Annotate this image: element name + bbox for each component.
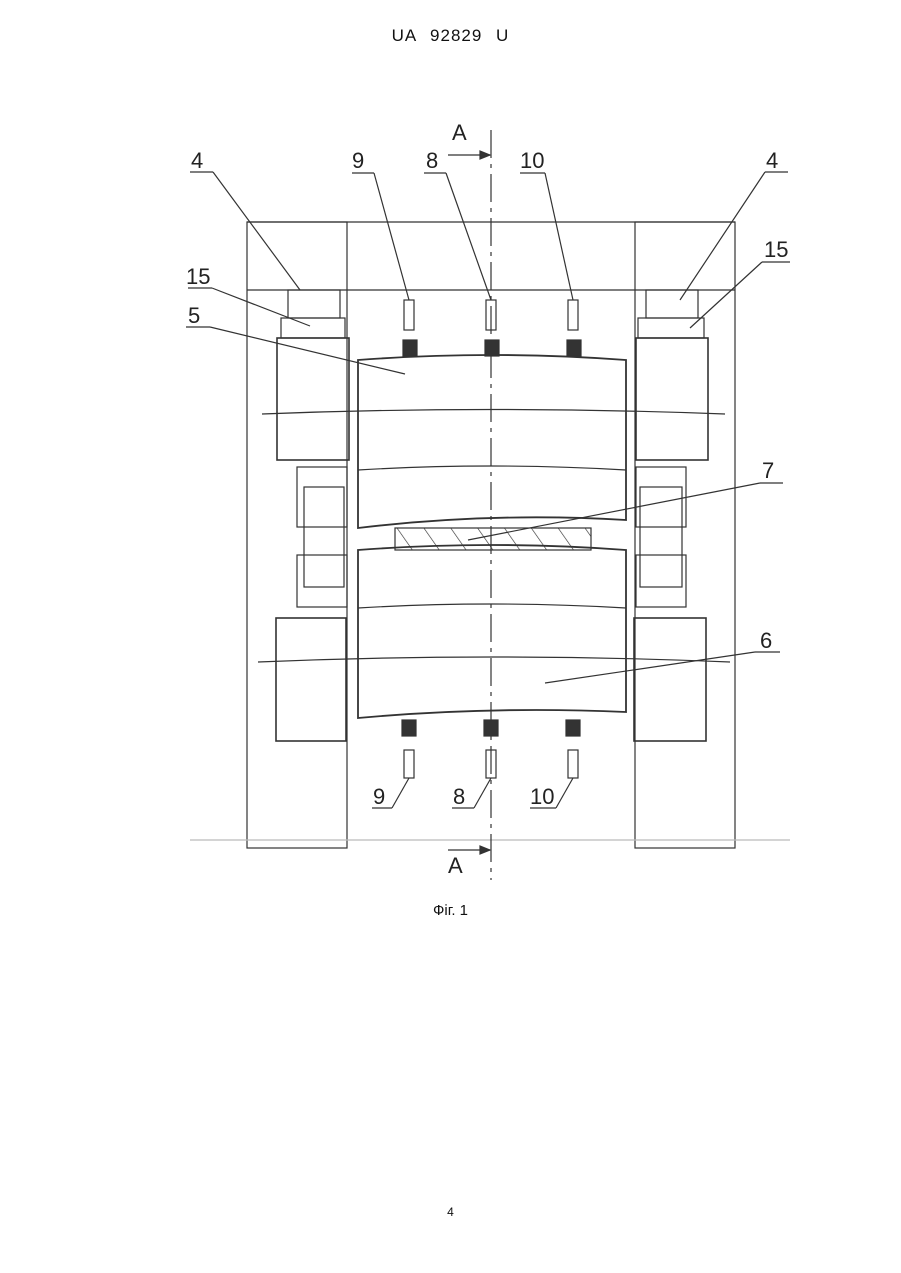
section-arrow-bottom-head xyxy=(480,846,490,854)
leader-10-top xyxy=(545,173,573,300)
section-arrow-top-head xyxy=(480,151,490,159)
leader-15-left xyxy=(212,288,310,326)
upper-roll-divider xyxy=(358,466,626,470)
section-label-top: A xyxy=(452,120,467,145)
callout-8-top: 8 xyxy=(426,148,438,173)
left-frame-column xyxy=(247,222,347,848)
callout-7: 7 xyxy=(762,458,774,483)
callout-9-top: 9 xyxy=(352,148,364,173)
leader-9-top xyxy=(374,173,409,300)
right-motor-block xyxy=(646,290,698,318)
right-lower-housing xyxy=(634,618,706,741)
section-label-bottom: A xyxy=(448,853,463,878)
right-upper-gear-unit xyxy=(636,467,686,527)
leader-4-right xyxy=(680,172,765,300)
lower-roll-axis xyxy=(258,657,730,662)
right-upper-housing xyxy=(636,338,708,460)
leader-5 xyxy=(210,327,405,374)
callout-9-bottom: 9 xyxy=(373,784,385,809)
callout-10-bottom: 10 xyxy=(530,784,554,809)
leader-15-right xyxy=(690,262,762,328)
callout-15-left: 15 xyxy=(186,264,210,289)
lower-roll-6 xyxy=(358,545,626,718)
callout-6: 6 xyxy=(760,628,772,653)
upper-roll-5 xyxy=(358,355,626,528)
leader-6 xyxy=(545,652,755,683)
left-middle-gear xyxy=(304,487,344,587)
right-lower-gear-unit xyxy=(636,555,686,607)
callout-4-left: 4 xyxy=(191,148,203,173)
top-joint-9 xyxy=(403,340,417,356)
top-actuator-10 xyxy=(568,300,578,330)
leader-7 xyxy=(468,483,760,540)
bottom-actuator-9 xyxy=(404,750,414,778)
page-number: 4 xyxy=(0,1205,901,1219)
callout-15-right: 15 xyxy=(764,237,788,262)
leader-4-left xyxy=(213,172,300,290)
right-coupling-block xyxy=(638,318,704,338)
callout-10-top: 10 xyxy=(520,148,544,173)
left-upper-housing xyxy=(277,338,349,460)
leader-9-bottom xyxy=(392,778,409,808)
callout-8-bottom: 8 xyxy=(453,784,465,809)
leader-10-bottom xyxy=(556,778,573,808)
bottom-joint-10 xyxy=(566,720,580,736)
callout-4-right: 4 xyxy=(766,148,778,173)
top-joint-8 xyxy=(485,340,499,356)
callout-5: 5 xyxy=(188,303,200,328)
left-motor-block xyxy=(288,290,340,318)
top-joint-10 xyxy=(567,340,581,356)
right-frame-column xyxy=(635,222,735,848)
leader-8-top xyxy=(446,173,491,300)
left-lower-housing xyxy=(276,618,346,741)
bottom-joint-9 xyxy=(402,720,416,736)
lower-roll-divider xyxy=(358,604,626,608)
left-coupling-block xyxy=(281,318,345,338)
bottom-joint-8 xyxy=(484,720,498,736)
upper-roll-axis xyxy=(262,410,725,415)
top-actuator-9 xyxy=(404,300,414,330)
bottom-actuator-10 xyxy=(568,750,578,778)
figure-caption: Фіг. 1 xyxy=(0,902,901,919)
leader-8-bottom xyxy=(474,778,491,808)
